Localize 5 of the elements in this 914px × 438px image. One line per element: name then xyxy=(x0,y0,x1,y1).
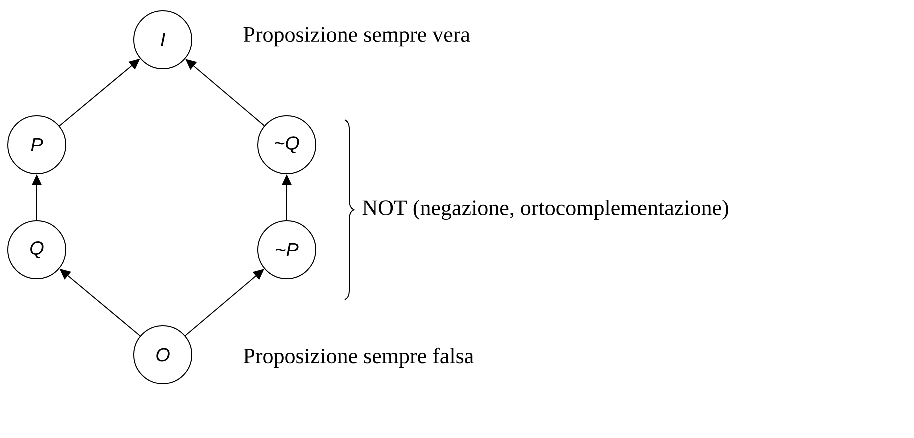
arrow xyxy=(185,269,264,336)
arrow xyxy=(186,59,265,126)
annotation-text: NOT (negazione, ortocomplementazione) xyxy=(362,200,728,220)
caption-text: Proposizione sempre falsa xyxy=(244,348,474,368)
caption-text: Proposizione sempre vera xyxy=(244,27,470,47)
